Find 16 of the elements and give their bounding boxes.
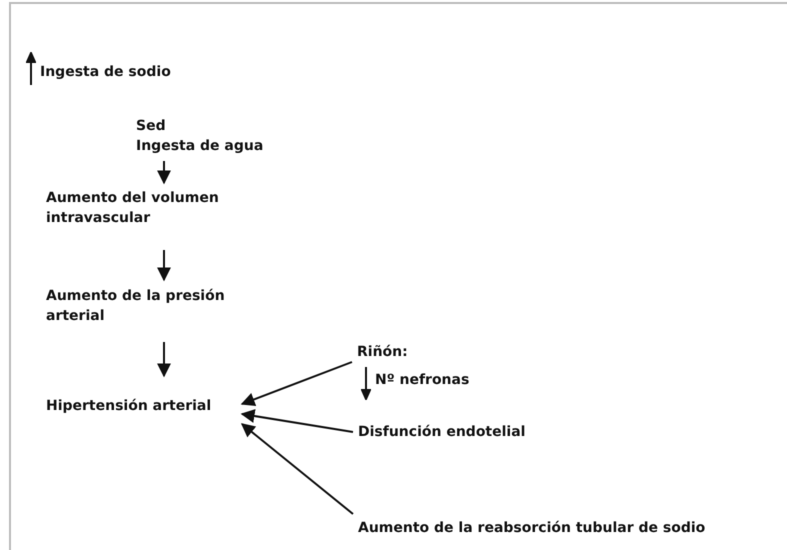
node-text: Aumento de la reabsorción tubular de sodio (358, 519, 706, 538)
node-text: Disfunción endotelial (358, 423, 526, 442)
arrow (157, 250, 171, 282)
arrow (157, 161, 171, 184)
node-text: Sed (136, 117, 166, 136)
node-text: Ingesta de sodio (40, 63, 171, 82)
node-text: Aumento de la presión arterial (46, 287, 226, 326)
arrow (240, 361, 352, 406)
node-text: Riñón: (357, 343, 408, 362)
node-text: Nº nefronas (375, 371, 470, 390)
node-text: Hipertensión arterial (46, 397, 212, 416)
node-text: Ingesta de agua (136, 137, 264, 156)
node-text: Aumento del volumen intravascular (46, 189, 220, 228)
arrow (157, 342, 171, 378)
arrow (240, 409, 354, 433)
arrow (240, 423, 354, 515)
